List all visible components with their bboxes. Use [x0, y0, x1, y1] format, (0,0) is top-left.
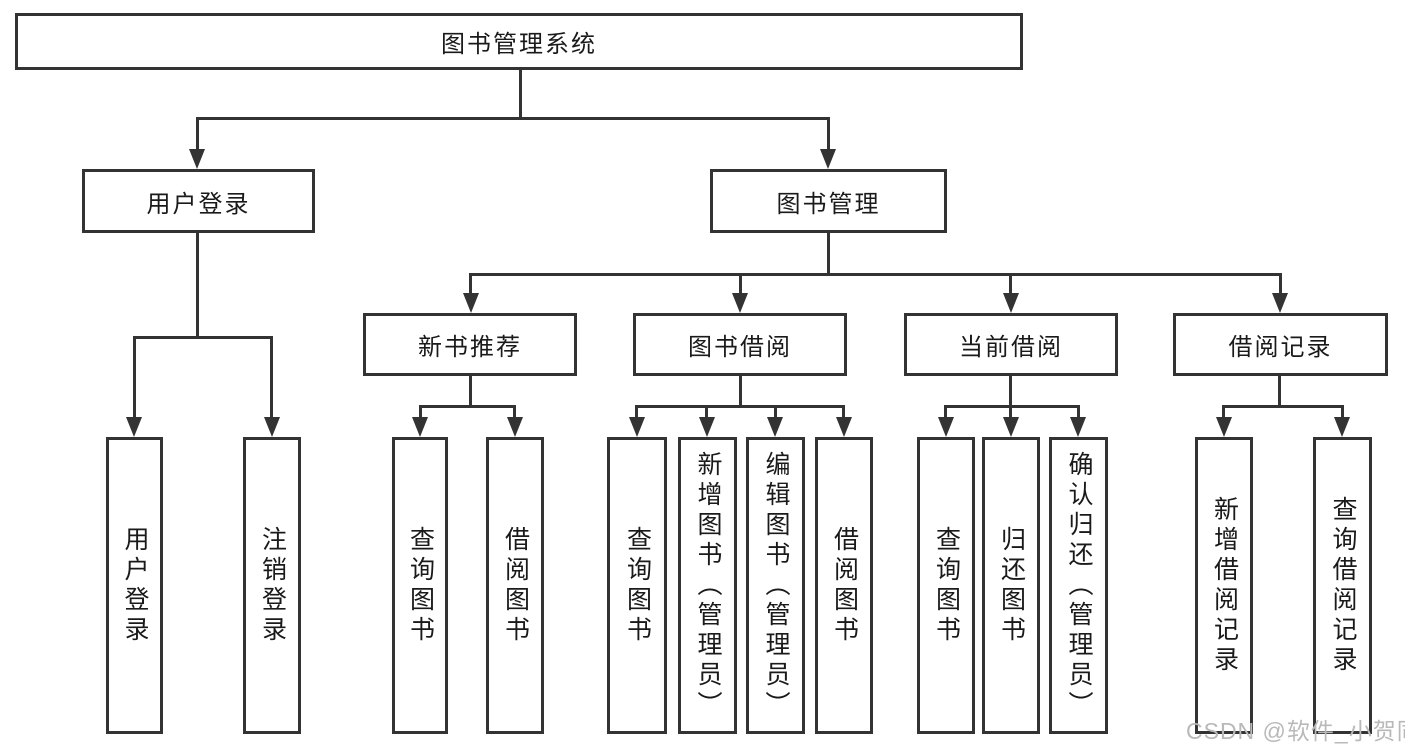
node-label: 图书管理 [776, 190, 881, 218]
leaf-label: 新增图书（管理员） [694, 450, 722, 721]
arrow-down-icon [938, 417, 954, 437]
leaf-add-book-admin: 新增图书（管理员） [678, 437, 737, 734]
node-borrowing-records: 借阅记录 [1173, 313, 1388, 376]
connector-line [470, 273, 1282, 276]
arrow-down-icon [507, 417, 523, 437]
connector-line [1278, 376, 1281, 405]
connector-line [944, 405, 1080, 408]
connector-line [513, 405, 516, 419]
leaf-label: 查询图书 [932, 525, 961, 646]
connector-line [469, 273, 472, 295]
node-user-login: 用户登录 [82, 169, 315, 233]
leaf-label: 新增借阅记录 [1210, 495, 1239, 676]
connector-line [196, 233, 199, 336]
connector-line [419, 405, 516, 408]
arrow-down-icon [820, 149, 836, 169]
leaf-label: 确认归还（管理员） [1065, 450, 1093, 721]
connector-line [1077, 405, 1080, 419]
connector-line [635, 405, 845, 408]
connector-line [635, 405, 638, 419]
arrow-down-icon [1003, 417, 1019, 437]
connector-line [1222, 405, 1225, 419]
leaf-query-books-recommend: 查询图书 [392, 437, 448, 734]
connector-line [133, 336, 273, 339]
node-new-book-recommend: 新书推荐 [363, 313, 577, 376]
arrow-down-icon [126, 417, 142, 437]
node-label: 当前借阅 [959, 334, 1063, 361]
leaf-query-borrow-record: 查询借阅记录 [1313, 437, 1372, 734]
leaf-confirm-return-admin: 确认归还（管理员） [1049, 437, 1108, 734]
connector-line [133, 336, 136, 419]
arrow-down-icon [1003, 293, 1019, 313]
connector-line [774, 405, 777, 419]
node-label: 新书推荐 [418, 334, 522, 361]
node-label: 图书借阅 [688, 334, 792, 361]
node-current-borrowing: 当前借阅 [904, 313, 1118, 376]
arrow-down-icon [264, 417, 280, 437]
arrow-down-icon [189, 149, 205, 169]
leaf-add-borrow-record: 新增借阅记录 [1195, 437, 1253, 734]
leaf-label: 用户登录 [121, 525, 149, 646]
leaf-query-books-current: 查询图书 [917, 437, 975, 734]
connector-line [705, 405, 708, 419]
connector-line [519, 70, 522, 117]
arrow-down-icon [699, 417, 715, 437]
connector-line [419, 405, 422, 419]
arrow-down-icon [767, 417, 783, 437]
connector-line [1341, 405, 1344, 419]
leaf-label: 查询借阅记录 [1329, 495, 1357, 676]
leaf-label: 借阅图书 [501, 525, 530, 646]
arrow-down-icon [836, 417, 852, 437]
leaf-label: 查询图书 [406, 525, 435, 646]
arrow-down-icon [463, 293, 479, 313]
leaf-edit-book-admin: 编辑图书（管理员） [746, 437, 805, 734]
connector-line [1009, 273, 1012, 295]
arrow-down-icon [629, 417, 645, 437]
node-label: 图书管理系统 [441, 31, 597, 58]
node-label: 借阅记录 [1228, 334, 1333, 361]
leaf-borrow-books-recommend: 借阅图书 [486, 437, 544, 734]
node-label: 用户登录 [146, 190, 251, 218]
connector-line [1009, 405, 1012, 419]
leaf-label: 编辑图书（管理员） [762, 450, 790, 721]
node-library-system: 图书管理系统 [15, 13, 1023, 70]
leaf-query-books-borrowing: 查询图书 [607, 437, 667, 734]
arrow-down-icon [1334, 417, 1350, 437]
connector-line [196, 117, 199, 153]
leaf-return-book: 归还图书 [982, 437, 1040, 734]
connector-line [270, 336, 273, 419]
leaf-user-login: 用户登录 [106, 437, 163, 734]
connector-line [1279, 273, 1282, 295]
node-book-borrowing: 图书借阅 [633, 313, 847, 376]
leaf-logout: 注销登录 [243, 437, 301, 734]
connector-line [944, 405, 947, 419]
connector-line [827, 117, 830, 153]
node-book-management: 图书管理 [710, 169, 947, 233]
connector-line [739, 273, 742, 295]
leaf-label: 注销登录 [258, 525, 287, 646]
connector-line [1222, 405, 1344, 408]
leaf-borrow-books: 借阅图书 [815, 437, 873, 734]
arrow-down-icon [1272, 293, 1288, 313]
connector-line [739, 376, 742, 405]
leaf-label: 归还图书 [997, 525, 1026, 646]
csdn-watermark: CSDN @软件_小贺同学 [1186, 718, 1405, 744]
connector-line [196, 117, 830, 120]
arrow-down-icon [1070, 417, 1086, 437]
leaf-label: 借阅图书 [830, 525, 859, 646]
leaf-label: 查询图书 [623, 525, 652, 646]
arrow-down-icon [1216, 417, 1232, 437]
connector-line [469, 376, 472, 405]
connector-line [827, 233, 830, 273]
arrow-down-icon [732, 293, 748, 313]
connector-line [842, 405, 845, 419]
arrow-down-icon [412, 417, 428, 437]
connector-line [1009, 376, 1012, 405]
